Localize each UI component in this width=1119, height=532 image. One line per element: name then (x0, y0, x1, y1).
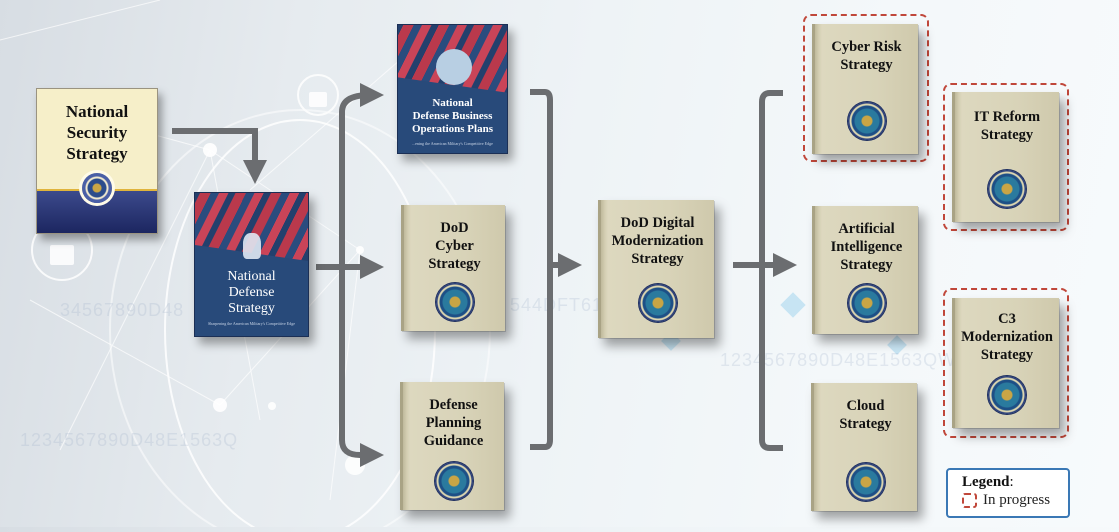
node-it-reform-strategy: IT Reform Strategy (952, 92, 1059, 222)
dod-seal-icon (435, 283, 474, 321)
bracket-nds-split (339, 92, 371, 458)
node-label: C3 Modernization Strategy (961, 311, 1053, 363)
in-progress-marker (803, 14, 929, 162)
node-national-security-strategy: National Security Strategy (36, 88, 158, 234)
node-artificial-intelligence-strategy: Artificial Intelligence Strategy (812, 206, 918, 334)
dod-seal-icon (638, 284, 677, 322)
watermark-text: 1234567890D48E1563Q (20, 430, 239, 450)
emblem-circle-icon (436, 49, 472, 85)
arrow-nss-to-nds (172, 128, 267, 184)
in-progress-marker (943, 288, 1069, 438)
node-c3-modernization-strategy: C3 Modernization Strategy (952, 298, 1059, 428)
bracket-merge (530, 89, 553, 450)
dod-seal-icon (988, 376, 1026, 414)
legend: Legend: In progress (946, 468, 1070, 518)
node-label: Cloud Strategy (839, 398, 892, 432)
dashed-box-icon (962, 493, 977, 508)
node-cloud-strategy: Cloud Strategy (811, 383, 917, 511)
node-label: IT Reform Strategy (973, 109, 1041, 143)
watermark-text: 1234567890D48E1563QW (720, 350, 957, 370)
node-label: Artificial Intelligence Strategy (830, 221, 903, 273)
node-defense-planning-guidance: Defense Planning Guidance (400, 382, 504, 510)
bracket-dms-split (759, 90, 783, 451)
node-label: DoD Digital Modernization Strategy (611, 215, 704, 267)
node-subtitle: Sharpening the American Military's Compe… (207, 321, 296, 326)
node-label: Defense Planning Guidance (423, 397, 484, 449)
legend-colon: : (1009, 474, 1014, 490)
node-national-defense-business-operations-plans: National Defense Business Operations Pla… (397, 24, 508, 154)
legend-title: Legend (962, 474, 1010, 490)
node-label: Cyber Risk Strategy (831, 39, 902, 73)
node-national-defense-strategy: National Defense Strategy Sharpening the… (194, 192, 309, 337)
node-label: DoD Cyber Strategy (428, 220, 481, 272)
dod-seal-icon (847, 284, 886, 322)
node-label: National Security Strategy (65, 102, 129, 163)
legend-item-in-progress: In progress (962, 492, 1068, 509)
dod-seal-icon (988, 170, 1026, 208)
node-cyber-risk-strategy: Cyber Risk Strategy (812, 24, 918, 154)
node-dod-digital-modernization-strategy: DoD Digital Modernization Strategy (598, 200, 714, 338)
legend-title-row: Legend: (962, 474, 1068, 491)
node-label: National Defense Strategy (227, 269, 276, 316)
node-dod-cyber-strategy: DoD Cyber Strategy (401, 205, 505, 331)
in-progress-marker (943, 83, 1069, 231)
node-label: National Defense Business Operations Pla… (412, 97, 493, 135)
dod-seal-icon (847, 102, 886, 140)
dod-seal-icon (846, 463, 885, 501)
eagle-icon (243, 233, 261, 259)
dod-seal-icon (434, 462, 473, 500)
legend-item-label: In progress (983, 492, 1051, 508)
presidential-seal-icon (82, 173, 112, 203)
watermark-text: 34567890D48 (60, 300, 185, 320)
node-subtitle: ...ening the American Military's Competi… (412, 141, 493, 146)
